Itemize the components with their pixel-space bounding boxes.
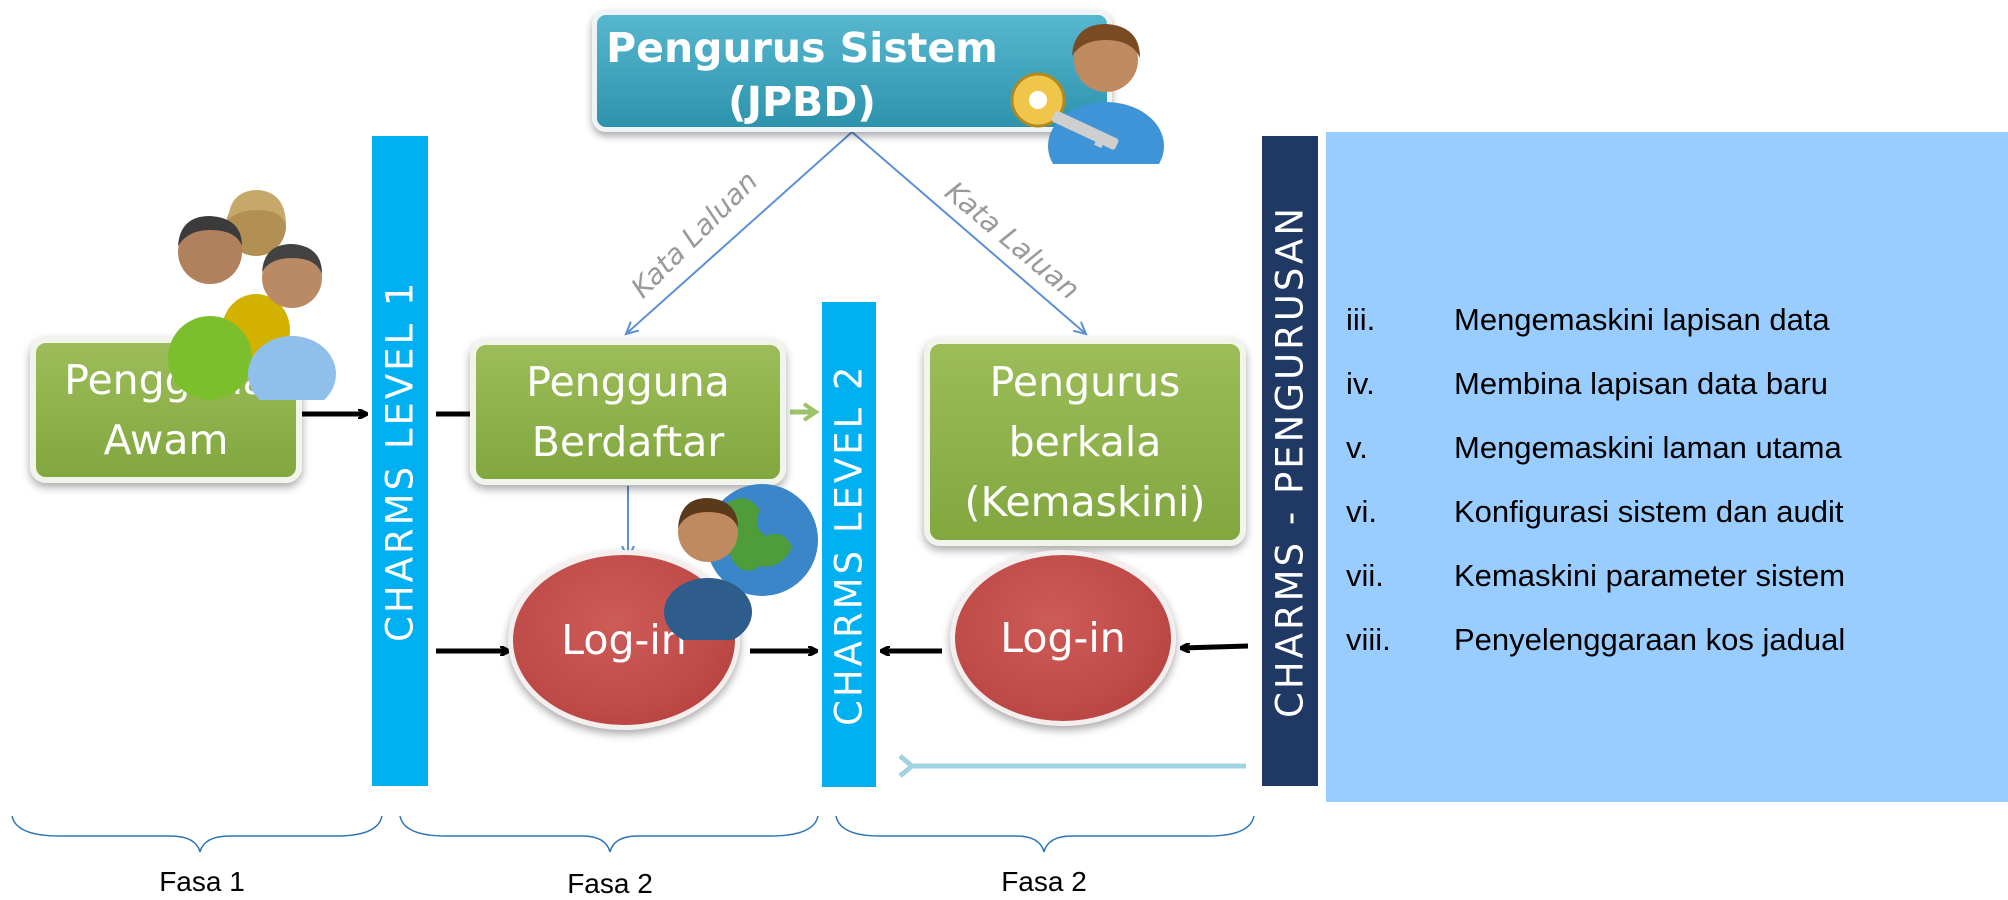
phase-brace-2 xyxy=(399,815,819,853)
phase-label-2: Fasa 2 xyxy=(567,868,653,899)
management-item-text: Kemaskini parameter sistem xyxy=(1454,558,1846,593)
charms-level-1-bar: CHARMS LEVEL 1 xyxy=(372,136,428,786)
management-item-text: Penyelenggaraan kos jadual xyxy=(1454,622,1846,657)
management-item-number: vi. xyxy=(1346,494,1377,529)
periodic-admin-node: Pengurus berkala (Kemaskini) xyxy=(924,338,1246,546)
management-panel: iii. Mengemaskini lapisan data iv. Membi… xyxy=(1326,132,2008,802)
management-item-text: Membina lapisan data baru xyxy=(1454,366,1828,401)
phase-label-3: Fasa 2 xyxy=(1001,866,1087,897)
system-admin-subtitle: (JPBD) xyxy=(727,78,877,126)
registered-user-node: Pengguna Berdaftar xyxy=(470,339,786,485)
periodic-admin-label-1: Pengurus xyxy=(989,358,1181,406)
password-line-right xyxy=(851,131,1086,334)
management-item-text: Konfigurasi sistem dan audit xyxy=(1454,494,1844,529)
periodic-admin-label-3: (Kemaskini) xyxy=(964,478,1206,526)
periodic-admin-label-2: berkala xyxy=(1008,418,1162,466)
phase-label-1: Fasa 1 xyxy=(159,866,245,897)
login-left-label: Log-in xyxy=(561,616,687,664)
login-right-label: Log-in xyxy=(1000,614,1126,662)
charms-level-2-bar: CHARMS LEVEL 2 xyxy=(822,302,876,787)
arrow-management-to-login2 xyxy=(1182,646,1249,648)
phase-brace-1 xyxy=(11,815,383,853)
user-globe-icon xyxy=(664,484,818,640)
management-item-text: Mengemaskini laman utama xyxy=(1454,430,1842,465)
registered-user-label-1: Pengguna xyxy=(526,358,730,406)
management-item-number: iii. xyxy=(1346,302,1376,337)
admin-key-icon xyxy=(1010,24,1164,164)
charms-management-bar: CHARMS - PENGURUSAN xyxy=(1262,136,1318,786)
registered-user-label-2: Berdaftar xyxy=(531,418,725,466)
public-user-label-2: Awam xyxy=(103,416,229,464)
management-item-number: viii. xyxy=(1346,622,1391,657)
management-item-number: iv. xyxy=(1346,366,1375,401)
user-group-icon xyxy=(168,190,336,400)
login-node-right: Log-in xyxy=(950,550,1176,726)
management-item-number: v. xyxy=(1346,430,1368,465)
management-item-number: vii. xyxy=(1346,558,1384,593)
password-line-left xyxy=(626,131,853,334)
phase-brace-3 xyxy=(835,815,1255,853)
system-admin-title: Pengurus Sistem xyxy=(606,24,998,72)
management-item-text: Mengemaskini lapisan data xyxy=(1454,302,1830,337)
